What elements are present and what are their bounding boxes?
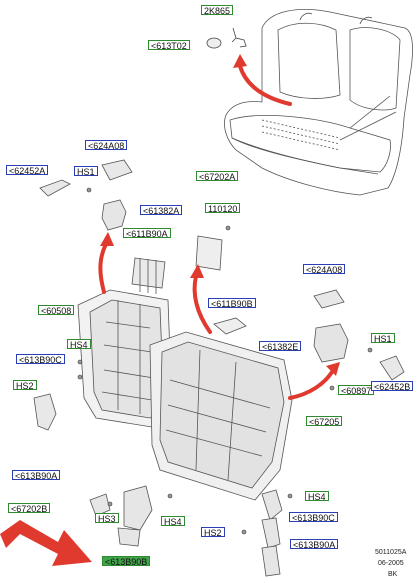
red-arrowheads — [100, 54, 340, 376]
label-hs4-bottom: HS4 — [161, 516, 185, 527]
label-61382a: <61382A — [140, 205, 183, 216]
bracket-group-right — [261, 489, 283, 577]
right-seat-frame — [149, 331, 293, 501]
screws — [77, 187, 373, 535]
footer-code: 5011025A — [375, 549, 407, 556]
label-611b90a: <611B90A — [123, 228, 171, 239]
label-hs4-right: HS4 — [305, 491, 329, 502]
label-613b90b-highlighted: <613B90B — [102, 556, 151, 567]
latch-61382e — [313, 323, 349, 363]
label-60897: <60897 — [338, 385, 375, 396]
plate-611b90b — [213, 317, 247, 335]
label-624a08-right: <624A08 — [303, 264, 346, 275]
label-62452a-left: <62452A — [6, 165, 49, 176]
label-61382e: <61382E — [259, 341, 302, 352]
bracket-624a08-right — [313, 289, 345, 309]
bracket-613b90a-left — [33, 393, 57, 431]
footer-date: 06-2005 — [378, 560, 404, 567]
label-624a08-top: <624A08 — [85, 140, 128, 151]
label-hs1-right: HS1 — [371, 333, 395, 344]
rear-seat-overview — [224, 9, 413, 196]
label-67205: <67205 — [306, 416, 343, 427]
panel-67202a — [195, 235, 223, 271]
label-613t02: <613T02 — [148, 40, 190, 51]
red-arrows — [98, 64, 334, 400]
label-613b90a-right: <613B90A — [290, 539, 339, 550]
left-backrest-frame — [77, 289, 173, 429]
label-62452b: <62452B — [371, 381, 414, 392]
headrest-guide — [131, 257, 166, 294]
bracket-group-bottom — [89, 485, 153, 547]
label-hs2-right: HS2 — [201, 527, 225, 538]
label-110120: 110120 — [205, 203, 241, 214]
pointer-arrow — [0, 520, 92, 566]
footer-suffix: BK — [388, 571, 398, 578]
label-611b90b: <611B90B — [208, 298, 256, 309]
label-2k865: 2K865 — [201, 5, 234, 16]
label-613b90c-right: <613B90C — [289, 512, 338, 523]
label-hs4-mid: HS4 — [67, 339, 91, 350]
label-613b90a-left: <613B90A — [12, 470, 61, 481]
label-67202b: <67202B — [8, 503, 51, 514]
label-67202a: <67202A — [196, 171, 239, 182]
bracket-2k865 — [206, 27, 247, 49]
label-hs2-left: HS2 — [13, 380, 37, 391]
label-hs1-left: HS1 — [74, 166, 98, 177]
label-hs3: HS3 — [95, 513, 119, 524]
label-60508: <60508 — [38, 305, 75, 316]
lever-62452b — [379, 355, 405, 381]
label-613b90c-left: <613B90C — [16, 354, 65, 365]
hinge-61382a — [101, 199, 127, 231]
bracket-624a08-top — [101, 159, 133, 181]
lever-62452a — [39, 179, 71, 197]
